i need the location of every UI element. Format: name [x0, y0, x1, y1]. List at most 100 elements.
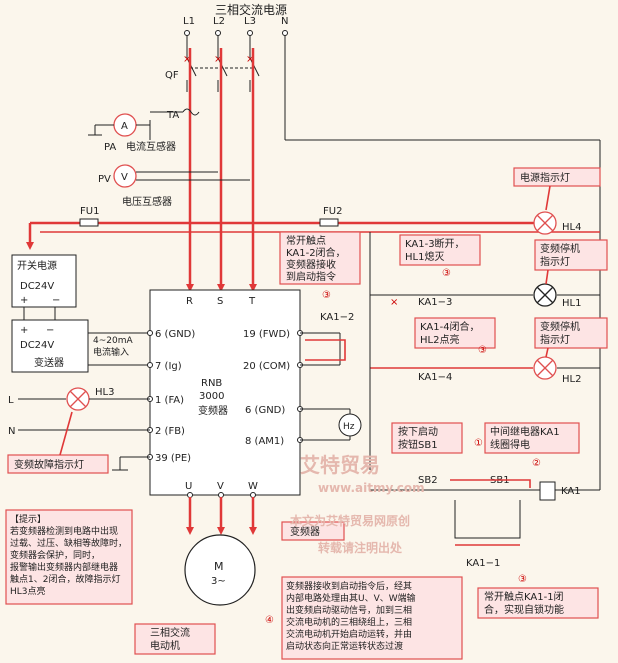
power-light-callout: [513, 167, 601, 187]
relay-coil-line1: 中间继电器KA1: [490, 425, 560, 438]
voltmeter-symbol: V: [121, 172, 128, 183]
relay-coil-callout: [484, 422, 580, 454]
phase-l1-label: L1: [183, 16, 195, 27]
pa-description: 电流互感器: [126, 140, 176, 153]
tip-line1: 【提示】: [10, 514, 46, 525]
inverter-model-line1: RNB: [201, 378, 222, 389]
contact-close-line2: KA1-2闭合，: [286, 246, 346, 259]
psu-plus: +: [20, 295, 28, 306]
phase-wires-to-inverter: [186, 48, 257, 292]
pv-label: PV: [98, 174, 111, 185]
switch-psu-label: 开关电源: [17, 259, 57, 272]
tip-line7: HL3点亮: [10, 585, 46, 597]
hz-label: Hz: [343, 422, 355, 432]
ka1-3-label: KA1−3: [418, 297, 452, 308]
dc24v-label-top: DC24V: [20, 281, 54, 292]
step-4-marker: ④: [265, 615, 274, 626]
press-start-line1: 按下启动: [398, 425, 438, 438]
motor-sub-symbol: 3~: [211, 576, 226, 587]
pa-label: PA: [104, 142, 116, 153]
step-3-marker-b: ③: [442, 268, 451, 279]
terminal-19-fwd: 19 (FWD): [243, 329, 290, 340]
terminal-s: S: [217, 296, 223, 307]
self-lock-callout: [477, 587, 599, 619]
terminal-u: U: [185, 481, 192, 492]
tip-line4: 变频器会保护，同时，: [10, 549, 100, 561]
stop-light-callout-1: [534, 239, 608, 271]
sb2-label: SB2: [418, 475, 438, 486]
press-start-callout: [391, 422, 463, 454]
ka1-3-callout-line1: KA1-3断开，: [405, 237, 465, 250]
ka1-coil-icon: [539, 481, 556, 501]
contact-close-line4: 到启动指令: [286, 270, 336, 283]
fu2-label: FU2: [323, 206, 342, 217]
transmitter-label: 变送器: [34, 356, 64, 369]
vfd-run-line2: 内部电路处理由其U、V、W端输: [286, 592, 416, 604]
dc24v-label-bottom: DC24V: [20, 340, 54, 351]
l-terminal-label: L: [8, 395, 14, 406]
step-1-marker: ①: [474, 438, 483, 449]
ka1-4-label: KA1−4: [418, 372, 452, 383]
fu1-label: FU1: [80, 206, 99, 217]
motor-callout: [134, 623, 216, 655]
contact-close-line1: 常开触点: [286, 234, 326, 247]
fault-light-text: 变频故障指示灯: [14, 458, 84, 471]
terminal-2-fb: 2 (FB): [155, 426, 185, 437]
tip-line2: 若变频器检测到电路中出现: [10, 525, 118, 537]
stop-light-1-line1: 变频停机: [540, 242, 580, 255]
terminal-r: R: [186, 296, 193, 307]
ka1-3-callout: [399, 234, 481, 266]
step-3-marker-a: ③: [322, 290, 331, 301]
svg-text:×: ×: [390, 297, 398, 308]
terminal-6-gnd-right: 6 (GND): [245, 405, 285, 416]
power-light-text: 电源指示灯: [520, 171, 570, 184]
n-terminal-label: N: [8, 426, 15, 437]
terminal-w: W: [248, 481, 258, 492]
current-input-line2: 电流输入: [93, 346, 129, 358]
tip-line3: 过载、过压、缺相等故障时，: [10, 537, 127, 549]
transmitter-box: [11, 319, 89, 373]
hl1-label: HL1: [562, 298, 581, 309]
motor-callout-line1: 三相交流: [150, 626, 190, 639]
terminal-20-com: 20 (COM): [243, 361, 290, 372]
hl4-label: HL4: [562, 222, 581, 233]
stop-light-callout-2: [534, 317, 608, 349]
motor-wires: [186, 497, 257, 535]
relay-coil-line2: 线圈得电: [490, 438, 530, 451]
transmitter-minus: −: [46, 325, 54, 336]
ka1-4-callout-line1: KA1-4闭合，: [420, 320, 480, 333]
watermark: 艾特贸易 www.aitmy.com 本文为艾特贸易网原创 转载请注明出处: [290, 453, 425, 555]
inverter-box: [149, 289, 301, 496]
terminal-8-am1: 8 (AM1): [245, 436, 284, 447]
pv-description: 电压互感器: [122, 195, 172, 208]
tip-callout: [5, 509, 133, 605]
svg-text:×: ×: [183, 54, 191, 65]
terminal-1-fa: 1 (FA): [155, 395, 184, 406]
inverter-name: 变频器: [198, 404, 228, 417]
terminal-t: T: [248, 296, 256, 307]
watermark-url: www.aitmy.com: [318, 481, 425, 495]
psu-minus: −: [52, 295, 60, 306]
vfd-run-line5: 交流电动机开始启动运转，并由: [286, 628, 412, 640]
terminal-6-gnd-left: 6 (GND): [155, 329, 195, 340]
stop-light-1-line2: 指示灯: [540, 255, 570, 268]
svg-text:×: ×: [246, 54, 254, 65]
ammeter-symbol: A: [121, 121, 128, 132]
step-3-marker-c: ③: [478, 345, 487, 356]
watermark-line2: 转载请注明出处: [318, 540, 403, 555]
terminal-v: V: [217, 481, 224, 492]
fault-light-callout: [7, 454, 109, 474]
vfd-run-callout: [281, 576, 463, 660]
current-transformer: [149, 108, 200, 140]
phase-l2-label: L2: [213, 16, 225, 27]
press-start-line2: 按钮SB1: [398, 438, 438, 451]
step-2-marker: ②: [532, 458, 541, 469]
ka1-2-label: KA1−2: [320, 312, 354, 323]
motor-callout-line2: 电动机: [150, 639, 180, 652]
qf-label: QF: [165, 70, 179, 81]
switch-power-supply-box: [11, 254, 77, 308]
phase-n-label: N: [281, 16, 288, 27]
contact-close-line3: 变频器接收: [286, 258, 336, 271]
self-lock-line1: 常开触点KA1-1闭: [484, 590, 564, 603]
